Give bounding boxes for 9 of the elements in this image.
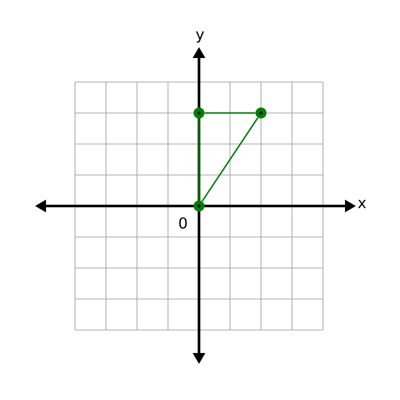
axis-label: 0 — [179, 217, 187, 229]
line-segment — [202, 117, 258, 202]
line-segment — [204, 112, 256, 114]
point — [256, 108, 266, 118]
line-segment — [198, 118, 200, 200]
axis-label: x — [358, 200, 366, 208]
point — [194, 108, 204, 118]
point — [194, 200, 204, 212]
axis-label: y — [196, 31, 204, 43]
